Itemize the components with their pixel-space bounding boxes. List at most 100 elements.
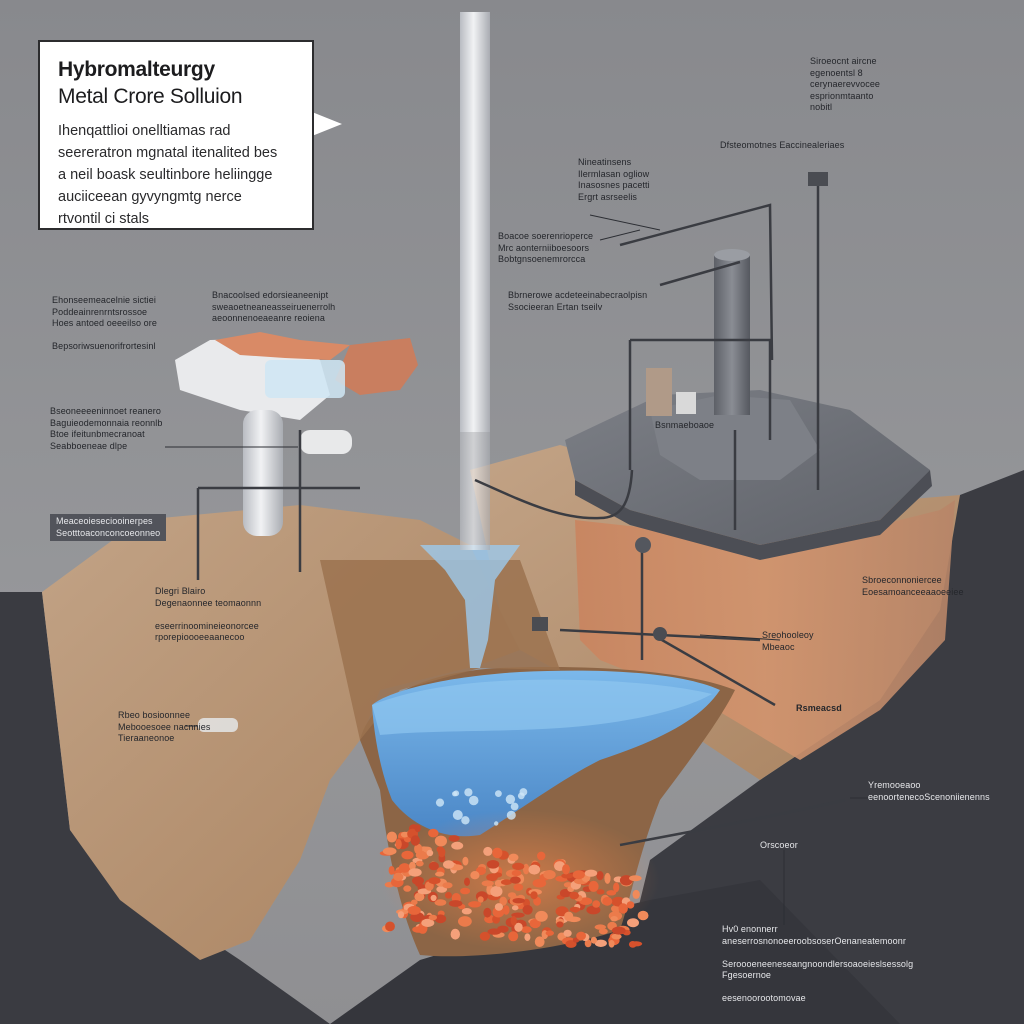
bubble bbox=[494, 821, 499, 826]
ore-pebble bbox=[596, 871, 604, 881]
ore-pebble bbox=[611, 933, 622, 940]
annotation-line: rporepioooeeaanecoo bbox=[155, 632, 245, 642]
ore-pebble bbox=[530, 891, 538, 900]
annotation-line: Rsmeacsd bbox=[796, 703, 842, 713]
ore-pebble bbox=[529, 918, 541, 929]
annotation-line: eenoortenecoScenoniienenns bbox=[868, 791, 990, 802]
annotation-line: Dfsteomotnes Eaccinealeriaes bbox=[720, 140, 845, 150]
annotation-line: Ssocieeran Ertan tseilv bbox=[508, 301, 603, 312]
annotation-line: Hv0 enonnerr bbox=[722, 924, 778, 934]
ore-pebble bbox=[514, 922, 523, 932]
ore-pebble bbox=[438, 847, 446, 858]
ore-pebble bbox=[611, 926, 626, 935]
annotation-line: Nineatinsens bbox=[578, 157, 632, 167]
ore-pebble bbox=[434, 835, 447, 847]
ore-pebble bbox=[462, 856, 469, 866]
title-line-2: Metal Crore Solluion bbox=[58, 85, 243, 108]
ore-pebble bbox=[428, 828, 439, 838]
label-leader-lines bbox=[165, 214, 870, 925]
ore-pebble bbox=[409, 861, 416, 871]
annotation-line: Ilermlasan ogliow bbox=[578, 168, 650, 179]
ore-pebble bbox=[565, 940, 577, 948]
ore-pebble bbox=[410, 835, 420, 846]
ore-pebble bbox=[486, 860, 500, 869]
label-upper-right: Dfsteomotnes Eaccinealeriaes bbox=[720, 140, 844, 152]
annotation-line: nobitl bbox=[810, 102, 833, 112]
ore-pebble bbox=[512, 862, 525, 871]
title-callout: Hybromalteurgy Metal Crore Solluion Ihen… bbox=[38, 40, 314, 230]
ore-pebble bbox=[468, 901, 482, 908]
annotation-line: egenoentsl 8 bbox=[810, 67, 863, 78]
annotation-line: eseerrinoomineieonorcee bbox=[155, 620, 259, 631]
annotation-line: Seroooeneeneseangnoondlersoaoeieslsessol… bbox=[722, 958, 914, 969]
ore-pebble bbox=[629, 875, 642, 882]
ore-pebble bbox=[588, 880, 599, 892]
ore-pebble bbox=[414, 892, 425, 902]
ore-pebble bbox=[584, 939, 592, 948]
ore-pebble bbox=[584, 869, 598, 877]
ore-pebble bbox=[428, 914, 437, 921]
ore-pebble bbox=[477, 896, 484, 903]
ore-pebble bbox=[592, 900, 601, 908]
ore-pebble bbox=[579, 897, 593, 905]
ore-pebble bbox=[492, 847, 503, 859]
ore-pebble bbox=[596, 889, 605, 895]
ore-pebble bbox=[510, 876, 521, 884]
bubble bbox=[495, 790, 502, 797]
ore-pebble bbox=[569, 891, 579, 900]
ore-pebble bbox=[563, 882, 573, 888]
ore-pebble bbox=[483, 907, 492, 918]
ore-pebble bbox=[613, 882, 620, 893]
annotation-line: Bobtgnsoenemrorcca bbox=[498, 254, 586, 264]
ore-pebble bbox=[606, 890, 617, 896]
ore-pebble bbox=[435, 871, 445, 877]
annotation-line: aneserrosnonoeeroobsoserOenaneatemoonr bbox=[722, 935, 906, 946]
ore-pebble bbox=[479, 931, 491, 941]
annotation-line: Bseoneeeeninnoet reanero bbox=[50, 406, 161, 416]
label-bottom-right-b: Orscoeor bbox=[760, 840, 798, 852]
annotation-line: Bnacoolsed edorsieaneenipt bbox=[212, 290, 329, 300]
ore-pebble bbox=[450, 928, 460, 940]
annotation-line: Mebooesoee nacnnies bbox=[118, 721, 211, 732]
ore-pebble bbox=[398, 863, 411, 873]
annotation-line: Bsnmaeboaoe bbox=[655, 420, 715, 430]
ore-pebble bbox=[434, 899, 447, 906]
annotation-line: sweaoetneaneasseiruenerrolh bbox=[212, 301, 336, 312]
description-line: rtvontil ci stals bbox=[58, 211, 150, 227]
annotation-line: Seabboeneae dlpe bbox=[50, 440, 128, 451]
ore-pebble bbox=[448, 900, 463, 907]
annotation-line: esprionmtaanto bbox=[810, 90, 874, 101]
annotation-line: Sreohooleoy bbox=[762, 630, 814, 640]
ore-pebble bbox=[507, 892, 517, 898]
ore-pebble bbox=[556, 921, 564, 928]
ore-pebble bbox=[481, 880, 494, 887]
annotation-line: Eoesamoanceeaaoeeiee bbox=[862, 586, 964, 597]
ore-pebble bbox=[442, 882, 453, 889]
ore-pebble bbox=[421, 918, 435, 928]
ore-pebble bbox=[562, 864, 570, 875]
callout-tail bbox=[312, 112, 342, 136]
ore-pebble bbox=[508, 853, 519, 862]
annotation-line: Seotttoaconconcoeonneo bbox=[56, 527, 161, 538]
ore-pebble bbox=[604, 872, 611, 884]
ore-pebble bbox=[569, 906, 581, 913]
ore-pebble bbox=[611, 905, 621, 913]
bubble bbox=[464, 788, 473, 797]
ore-pebble bbox=[522, 905, 533, 915]
ore-pebble bbox=[508, 931, 519, 942]
annotation-line bbox=[722, 947, 913, 959]
ore-pebble bbox=[537, 851, 546, 861]
ore-pebble bbox=[428, 877, 441, 885]
drill-head bbox=[808, 172, 828, 186]
ore-pebble bbox=[386, 831, 397, 843]
ore-pebble bbox=[403, 885, 412, 892]
ore-pebble bbox=[443, 860, 455, 869]
annotation-line: Degenaonnee teomaonnn bbox=[155, 597, 262, 608]
ore-pebble bbox=[511, 870, 522, 877]
water-funnel bbox=[420, 545, 520, 668]
